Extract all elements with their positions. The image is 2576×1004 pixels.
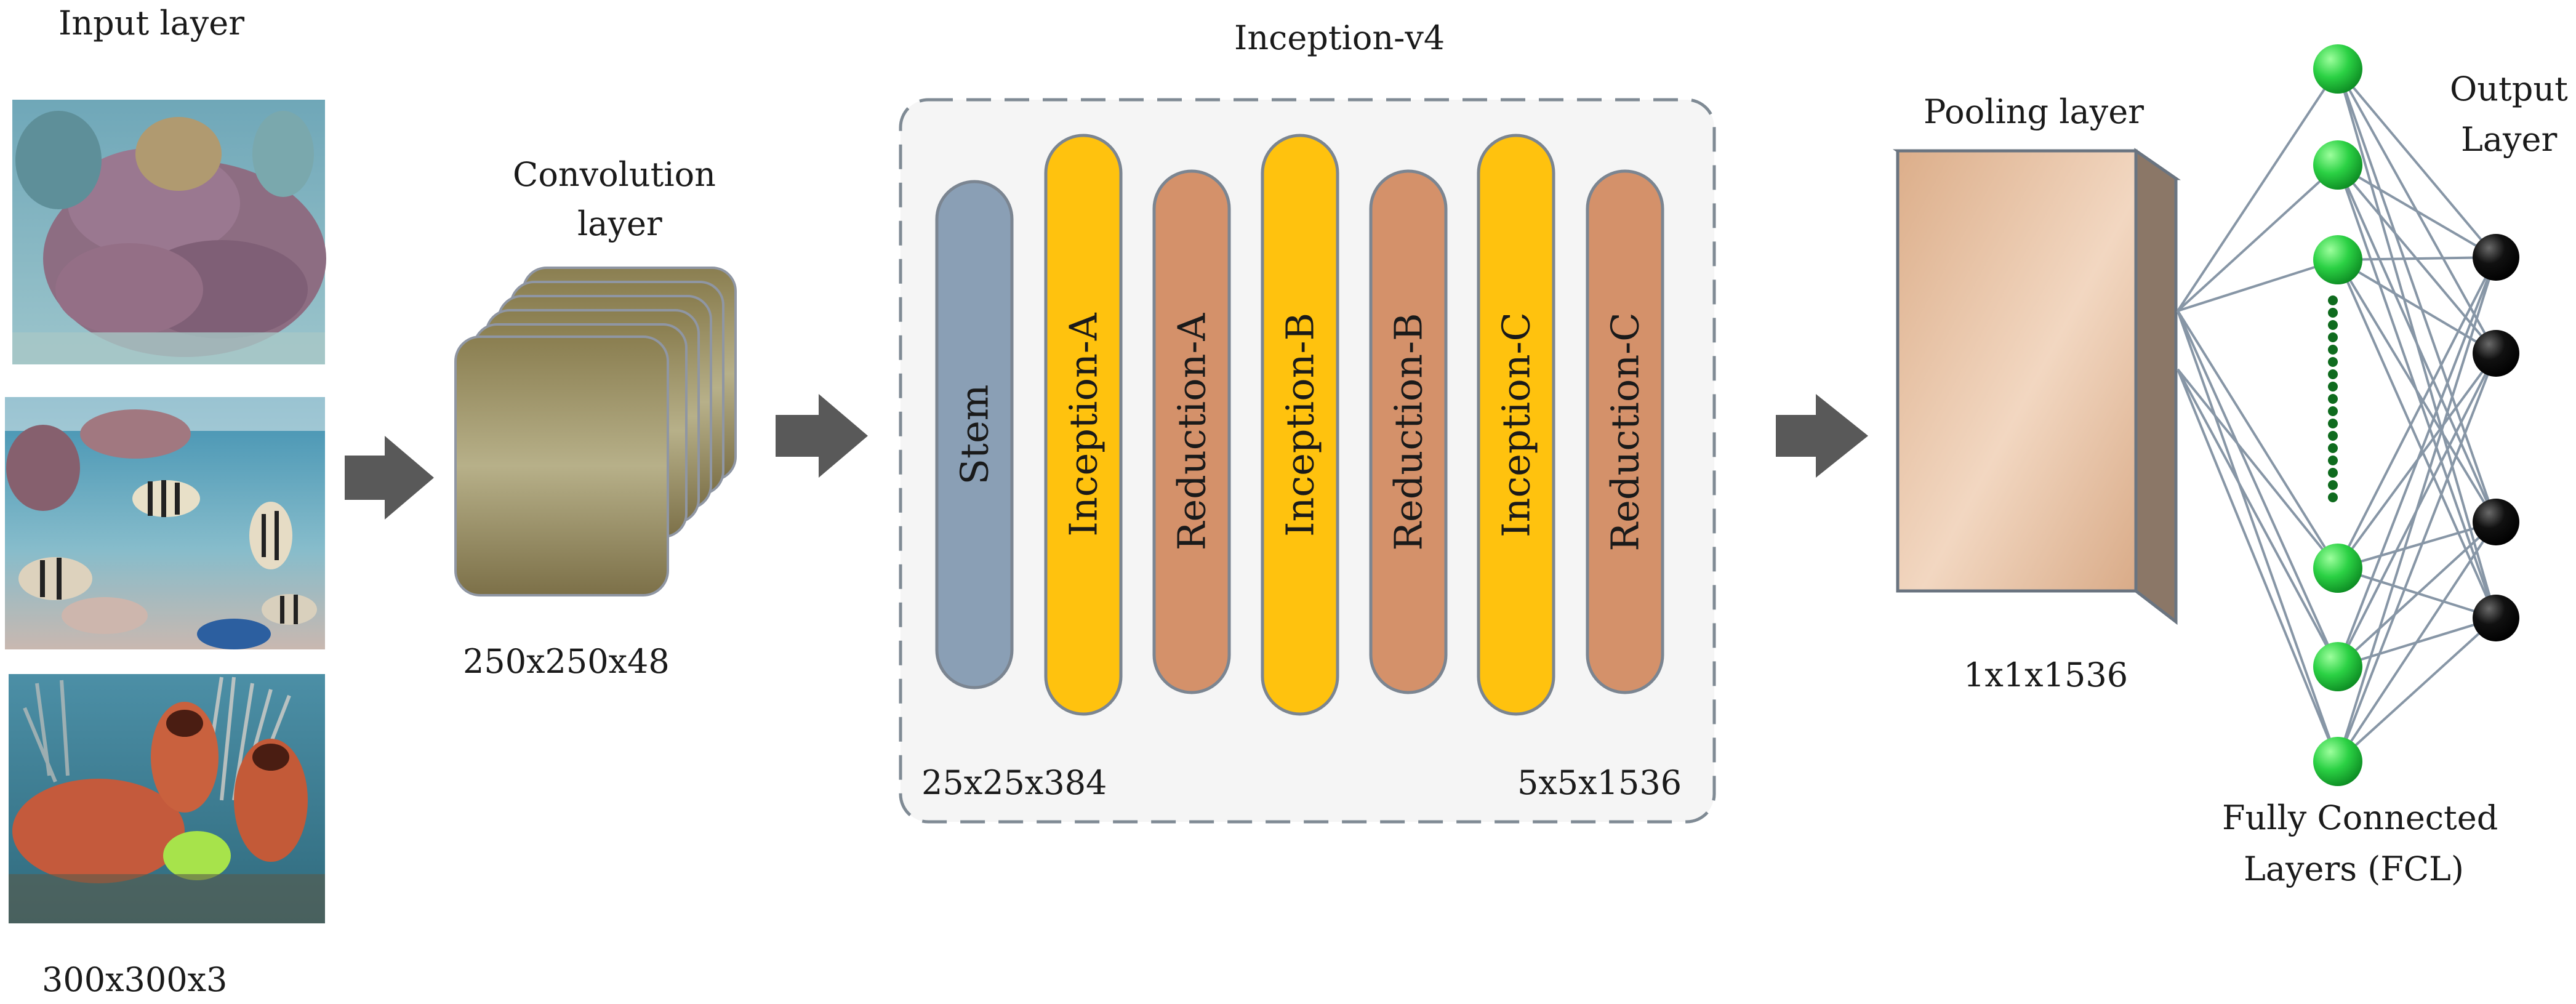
inception-block-label: Reduction-C <box>1603 312 1648 551</box>
ellipsis-dot <box>2328 406 2338 416</box>
arrow-icon <box>1776 394 1868 478</box>
arrow-icon <box>776 394 868 478</box>
inception-block-label: Reduction-A <box>1170 313 1214 551</box>
inception-block-3: Reduction-A <box>1152 169 1231 694</box>
fcl-edge <box>2337 521 2497 668</box>
fcl-edge <box>2337 617 2497 763</box>
fcl-edge <box>2177 310 2339 667</box>
fcl-edge <box>2337 259 2497 619</box>
inception-block-label: Reduction-B <box>1386 313 1431 550</box>
output-neuron-node <box>2473 499 2519 545</box>
ellipsis-dot <box>2328 468 2338 478</box>
fcl-edge <box>2337 68 2497 259</box>
fcl-edge <box>2337 521 2497 569</box>
pooling-size-label: 1x1x1536 <box>1964 656 2128 694</box>
ellipsis-dot <box>2328 295 2338 305</box>
arrow-icon <box>345 436 434 520</box>
fcl-edge <box>2337 257 2497 667</box>
ellipsis-dot <box>2328 320 2338 330</box>
ellipsis-dot <box>2328 431 2338 441</box>
output-neuron-node <box>2473 330 2519 377</box>
hidden-neuron-node <box>2313 642 2362 691</box>
fcl-edge <box>2337 259 2497 523</box>
ellipsis-dot <box>2328 332 2338 342</box>
convolution-layer-title-line2: layer <box>577 204 662 243</box>
hidden-neuron-node <box>2313 544 2362 593</box>
fcl-edge <box>2177 369 2339 762</box>
output-layer-title-line2: Layer <box>2461 120 2558 159</box>
inception-blocks: Stem Inception-A Reduction-A Inception-B Red… <box>935 134 1664 716</box>
inception-size-right: 5x5x1536 <box>1517 763 1682 802</box>
ellipsis-dot <box>2328 369 2338 379</box>
input-layer-title: Input layer <box>58 4 244 42</box>
fcl-edge <box>2337 257 2497 762</box>
fcl-title-line1: Fully Connected <box>2222 798 2498 837</box>
ellipsis-dot <box>2328 357 2338 367</box>
ellipsis-dot <box>2328 394 2338 404</box>
convolution-size-label: 250x250x48 <box>463 642 670 681</box>
inception-block-5: Reduction-B <box>1369 169 1448 694</box>
ellipsis-dot <box>2328 480 2338 490</box>
fcl-edge <box>2177 369 2339 667</box>
fcl-edge <box>2337 521 2497 763</box>
inception-block-1: Stem <box>935 180 1014 689</box>
inception-block-label: Stem <box>952 385 997 485</box>
hidden-neuron-node <box>2313 235 2362 284</box>
fcl-connections <box>2177 68 2497 763</box>
inception-block-2: Inception-A <box>1044 134 1123 716</box>
pooling-layer-box <box>1892 148 2181 625</box>
output-neuron-node <box>2473 595 2519 641</box>
ellipsis-dot <box>2328 308 2338 318</box>
output-neuron-node <box>2473 234 2519 281</box>
convolution-feature-maps <box>454 267 737 596</box>
inception-block-7: Reduction-C <box>1586 169 1664 694</box>
ellipsis-dot <box>2328 492 2338 502</box>
fcl-edge <box>2337 353 2497 762</box>
input-size-label: 300x300x3 <box>42 960 227 999</box>
fcl-edge <box>2177 68 2339 312</box>
hidden-neuron-node <box>2313 140 2362 190</box>
ellipsis-dot <box>2328 345 2338 355</box>
output-layer-title-line1: Output <box>2450 70 2568 108</box>
fcl-nodes <box>2313 44 2519 786</box>
tropical-fish-photo <box>5 397 325 649</box>
fcl-edge <box>2337 256 2497 261</box>
inception-size-left: 25x25x384 <box>921 763 1107 802</box>
inception-block-label: Inception-A <box>1061 312 1106 536</box>
ellipsis-dot <box>2328 456 2338 465</box>
convolution-layer-title-line1: Convolution <box>513 155 716 194</box>
fcl-title-line2: Layers (FCL) <box>2244 849 2464 888</box>
coral-reef-photo <box>12 100 326 364</box>
inception-block-label: Inception-B <box>1278 313 1323 537</box>
fcl-edge <box>2177 310 2339 762</box>
inception-block-6: Inception-C <box>1477 134 1555 716</box>
ellipsis-dot <box>2328 382 2338 392</box>
inception-title: Inception-v4 <box>1234 18 1445 57</box>
fcl-edge <box>2177 310 2339 569</box>
ellipsis-dot <box>2328 443 2338 453</box>
fcl-edge <box>2177 164 2339 312</box>
hidden-neuron-node <box>2313 44 2362 94</box>
fcl-edge <box>2177 259 2338 312</box>
fcl-edge <box>2337 164 2497 259</box>
fcl-edge <box>2337 164 2497 523</box>
sea-sponge-photo <box>9 674 325 923</box>
inception-block-label: Inception-C <box>1494 312 1539 537</box>
hidden-neuron-node <box>2313 737 2362 786</box>
pooling-layer-title: Pooling layer <box>1924 92 2144 131</box>
ellipsis-dot <box>2328 419 2338 428</box>
fcl-edge <box>2177 368 2339 569</box>
fcl-edge <box>2337 68 2497 523</box>
fcl-edge <box>2337 257 2497 569</box>
inception-block-4: Inception-B <box>1261 134 1339 716</box>
